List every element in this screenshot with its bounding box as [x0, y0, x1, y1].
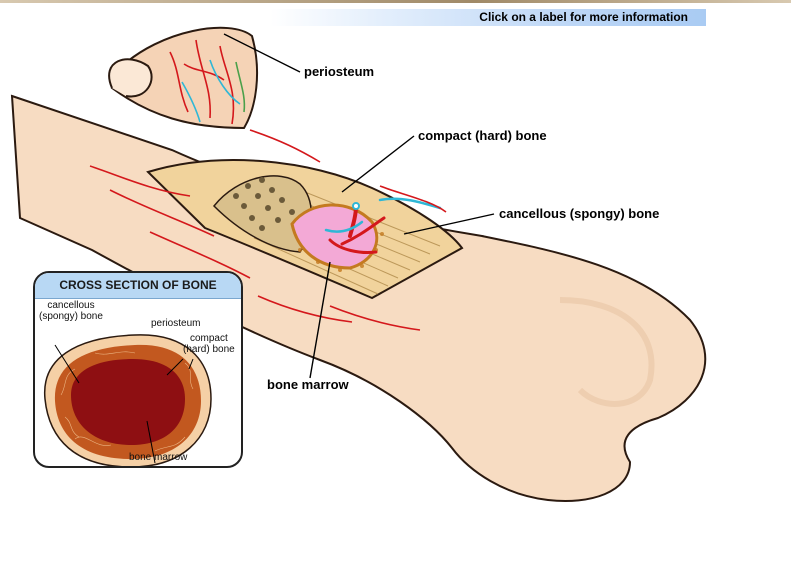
instruction-text: Click on a label for more information	[479, 10, 688, 24]
label-cancellous-bone[interactable]: cancellous (spongy) bone	[499, 206, 660, 221]
inset-label-marrow: bone marrow	[129, 452, 188, 463]
cross-section-marrow	[71, 359, 185, 445]
instruction-bar: Click on a label for more information	[270, 9, 706, 26]
top-border	[0, 0, 791, 3]
inset-title: CROSS SECTION OF BONE	[35, 273, 241, 299]
pointer-lines	[223, 33, 495, 379]
surface-vessels	[89, 129, 447, 331]
inset-label-compact: compact (hard) bone	[183, 333, 235, 355]
label-bone-marrow[interactable]: bone marrow	[267, 377, 349, 392]
cross-section-inset: CROSS SECTION OF BONE cancellous (spongy…	[33, 271, 243, 468]
label-compact-bone[interactable]: compact (hard) bone	[418, 128, 547, 143]
bone-vessels	[324, 197, 442, 254]
label-periosteum[interactable]: periosteum	[304, 64, 375, 79]
inset-label-cancellous: cancellous (spongy) bone	[39, 300, 103, 322]
inset-label-periosteum: periosteum	[151, 318, 201, 329]
cross-section-diagram	[44, 334, 212, 466]
periosteum-vessels	[169, 39, 246, 125]
